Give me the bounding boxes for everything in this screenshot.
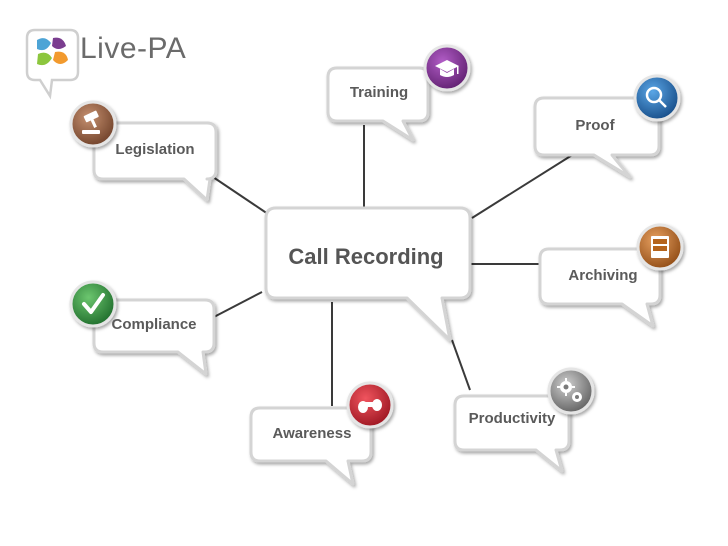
connector-proof [471, 151, 578, 219]
productivity-icon-badge [547, 367, 595, 415]
connector-productivity [451, 339, 471, 391]
gears-icon [557, 378, 582, 402]
checkmark-icon [82, 293, 105, 314]
topic-label-productivity: Productivity [468, 410, 556, 427]
graduation-cap-icon [435, 60, 459, 77]
magnifier-icon [645, 86, 667, 108]
filing-cabinet-icon [651, 236, 669, 258]
topic-label-awareness: Awareness [272, 425, 352, 442]
connector-compliance [211, 291, 263, 319]
training-icon-badge [423, 44, 471, 92]
awareness-icon-badge [346, 381, 394, 429]
logo-text: Live-PA [80, 32, 187, 65]
gavel-icon [82, 110, 100, 134]
center-topic-label: Call Recording [288, 244, 444, 269]
compliance-icon-badge [69, 280, 117, 328]
logo-mark [25, 28, 80, 100]
topic-label-compliance: Compliance [111, 316, 197, 333]
productivity-bubble [453, 394, 571, 473]
topic-label-legislation: Legislation [115, 141, 195, 158]
legislation-icon-badge [69, 100, 117, 148]
proof-icon-badge [633, 74, 681, 122]
center-bubble [264, 206, 472, 342]
connector-lines [209, 125, 578, 406]
connector-legislation [209, 174, 269, 215]
topic-label-training: Training [349, 84, 409, 101]
training-bubble [326, 66, 430, 142]
topic-label-archiving: Archiving [568, 267, 638, 284]
topic-label-proof: Proof [575, 117, 615, 134]
archiving-icon-badge [636, 223, 684, 271]
binoculars-icon [358, 399, 382, 413]
